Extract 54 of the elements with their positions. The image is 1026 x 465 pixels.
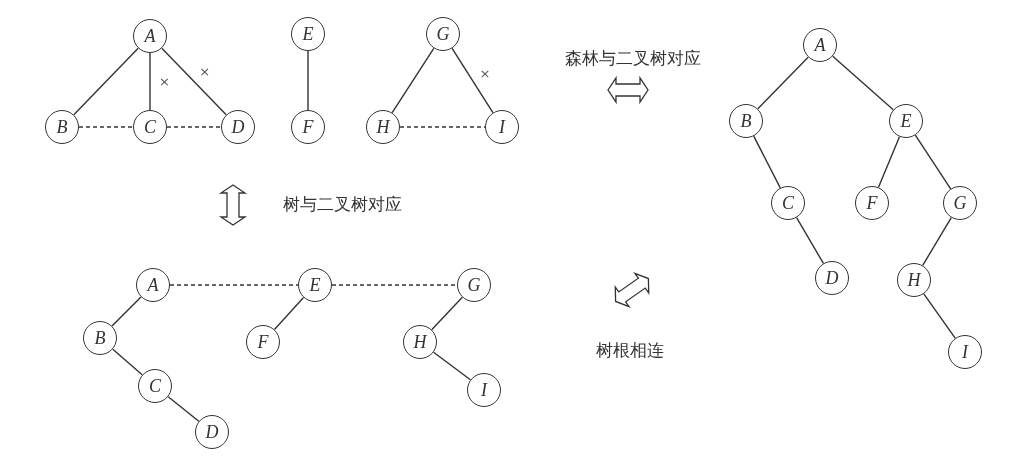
tree-edge xyxy=(451,47,494,114)
tree-edge xyxy=(923,293,956,339)
tree-node: I xyxy=(485,110,519,144)
tree-edge xyxy=(149,52,151,111)
tree-node: G xyxy=(426,17,460,51)
tree-edge xyxy=(307,50,309,111)
tree-node: D xyxy=(221,110,255,144)
tree-edge xyxy=(432,351,472,381)
tree-node: H xyxy=(897,263,931,297)
tree-edge xyxy=(73,47,139,116)
tree-node: B xyxy=(45,110,79,144)
tree-edge xyxy=(753,135,781,189)
tree-node: B xyxy=(729,104,763,138)
tree-node: G xyxy=(457,268,491,302)
tree-node: F xyxy=(855,186,889,220)
tree-edge xyxy=(922,216,952,267)
tree-edge xyxy=(914,134,952,190)
caption-text: 树根相连 xyxy=(596,339,664,362)
tree-edge xyxy=(112,348,143,376)
tree-edge xyxy=(832,55,894,111)
tree-node: D xyxy=(195,415,229,449)
tree-node: A xyxy=(136,268,170,302)
dashed-line xyxy=(166,126,222,128)
dashed-line xyxy=(78,126,134,128)
tree-edge xyxy=(273,296,305,331)
tree-node: G xyxy=(943,186,977,220)
tree-node: C xyxy=(771,186,805,220)
tree-node: A xyxy=(133,19,167,53)
tree-edge xyxy=(795,216,825,265)
caption-text: 树与二叉树对应 xyxy=(283,193,402,216)
dashed-line xyxy=(331,284,458,286)
tree-node: I xyxy=(948,335,982,369)
tree-node: F xyxy=(246,325,280,359)
caption-text: 森林与二叉树对应 xyxy=(565,47,701,70)
tree-node: F xyxy=(291,110,325,144)
dashed-line xyxy=(169,284,299,286)
tree-edge xyxy=(391,47,435,114)
tree-node: C xyxy=(138,369,172,403)
tree-edge xyxy=(757,56,809,110)
tree-edge xyxy=(877,136,901,188)
tree-edge xyxy=(161,47,227,116)
tree-node: E xyxy=(889,104,923,138)
tree-node: D xyxy=(815,261,849,295)
tree-edge xyxy=(167,396,200,422)
tree-node: H xyxy=(403,325,437,359)
tree-node: E xyxy=(291,17,325,51)
tree-node: B xyxy=(83,321,117,355)
tree-node: E xyxy=(298,268,332,302)
tree-edge xyxy=(111,296,142,327)
tree-node: A xyxy=(803,28,837,62)
tree-node: C xyxy=(133,110,167,144)
tree-node: H xyxy=(366,110,400,144)
tree-edge xyxy=(431,296,463,331)
tree-node: I xyxy=(467,373,501,407)
